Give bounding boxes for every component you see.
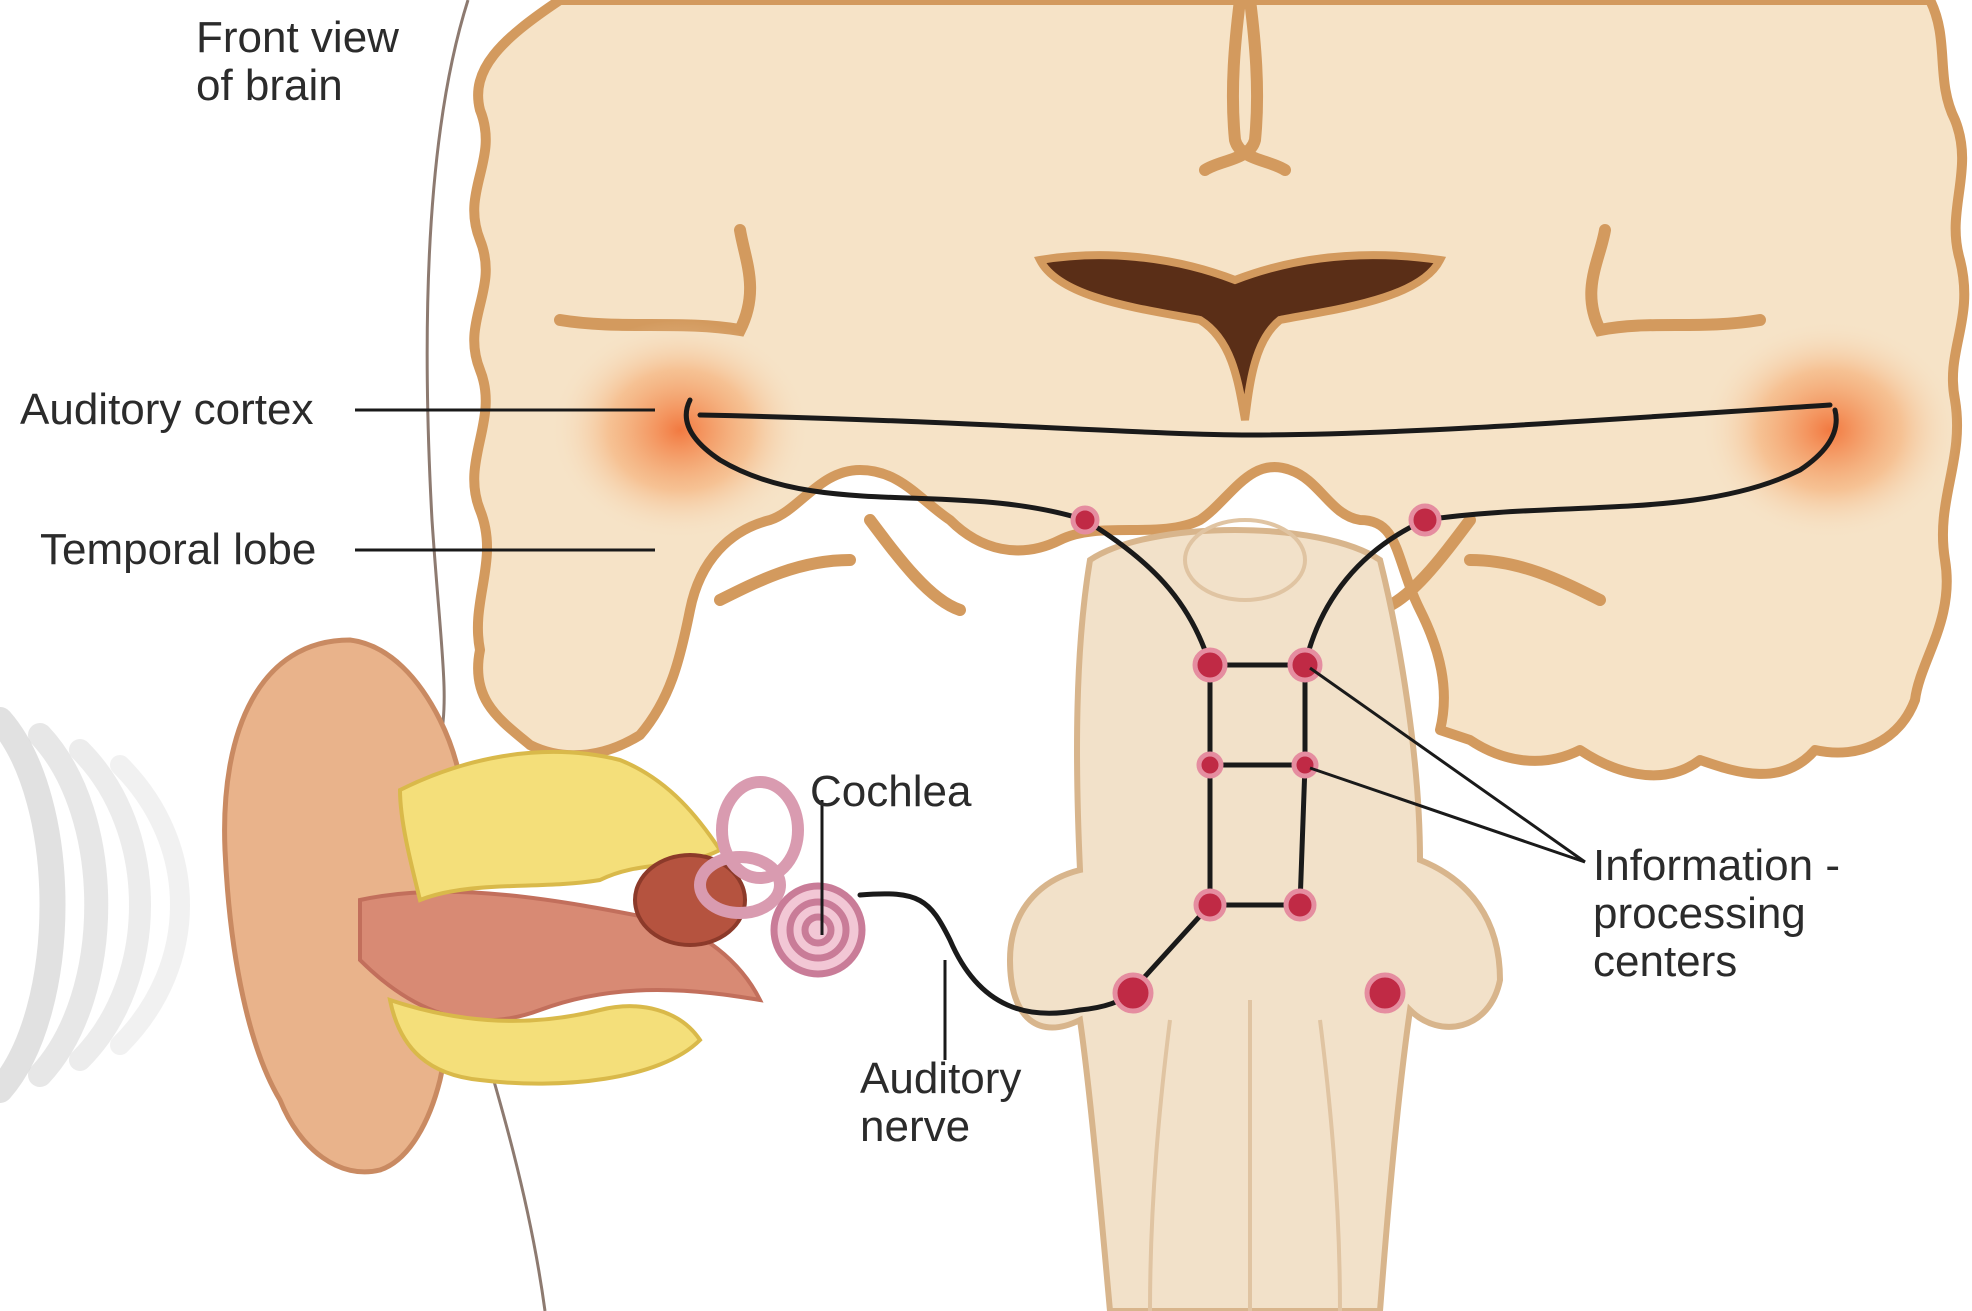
front-view-line-2: of brain (196, 62, 399, 110)
processing-centers-line-2: processing (1593, 890, 1840, 938)
auditory-nerve-label: Auditory nerve (860, 1055, 1021, 1151)
temporal-lobe-label: Temporal lobe (40, 526, 316, 574)
cochlea-spiral (774, 886, 862, 974)
processing-centers-line-1: Information - (1593, 842, 1840, 890)
front-view-label: Front view of brain (196, 14, 399, 110)
left-auditory-cortex-glow (550, 320, 810, 540)
brainstem (1010, 530, 1500, 1311)
processing-centers-line-3: centers (1593, 938, 1840, 986)
sound-waves (0, 720, 180, 1090)
auditory-nerve-line-1: Auditory (860, 1055, 1021, 1103)
cochlea-label: Cochlea (810, 768, 971, 816)
front-view-line-1: Front view (196, 14, 399, 62)
right-auditory-cortex-glow (1700, 320, 1960, 540)
middle-ear (635, 855, 745, 945)
processing-centers-label: Information - processing centers (1593, 842, 1840, 986)
auditory-cortex-label: Auditory cortex (20, 386, 313, 434)
auditory-nerve-line-2: nerve (860, 1103, 1021, 1151)
